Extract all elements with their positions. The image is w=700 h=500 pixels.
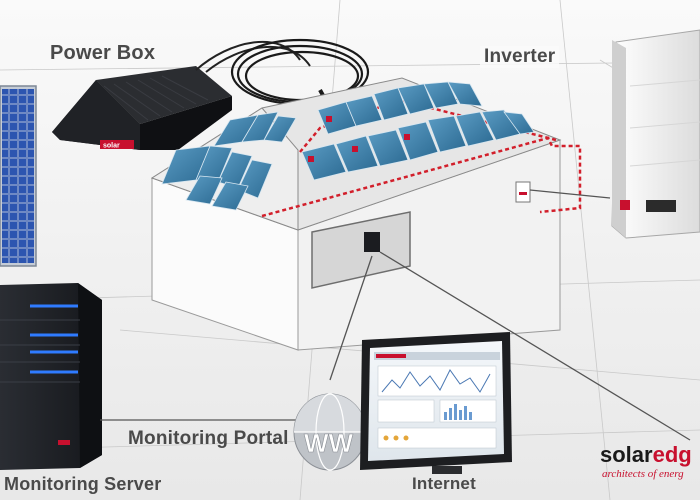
power-box-badge (100, 140, 134, 149)
logo-wordmark-solar: solar (600, 442, 653, 467)
power-box-badge-text: solar (103, 143, 120, 150)
power-box: solar (52, 40, 311, 150)
solar-array-left (161, 111, 297, 211)
inverter-device (611, 29, 700, 239)
solar-array-right (301, 81, 535, 181)
server-led-bars (30, 304, 78, 374)
server-brand-badge (58, 440, 70, 445)
label-monitoring-server: Monitoring Server (4, 474, 162, 494)
www-text: WW (304, 428, 354, 458)
label-monitoring-portal: Monitoring Portal (128, 428, 289, 449)
label-inverter: Inverter (480, 46, 560, 68)
connection-lines (100, 189, 691, 441)
label-internet: Internet (412, 474, 476, 493)
monitoring-server (0, 283, 102, 470)
logo-wordmark-edge: edg (652, 442, 692, 467)
www-globe-icon: WW (293, 393, 367, 471)
label-power-box: Power Box (50, 42, 156, 64)
logo-wordmark: solaredg (600, 442, 692, 468)
solar-module (0, 85, 37, 267)
logo-tagline: architects of energ (602, 468, 684, 480)
monitor (360, 332, 512, 474)
solaredge-logo: solaredg architects of energ (600, 440, 700, 480)
